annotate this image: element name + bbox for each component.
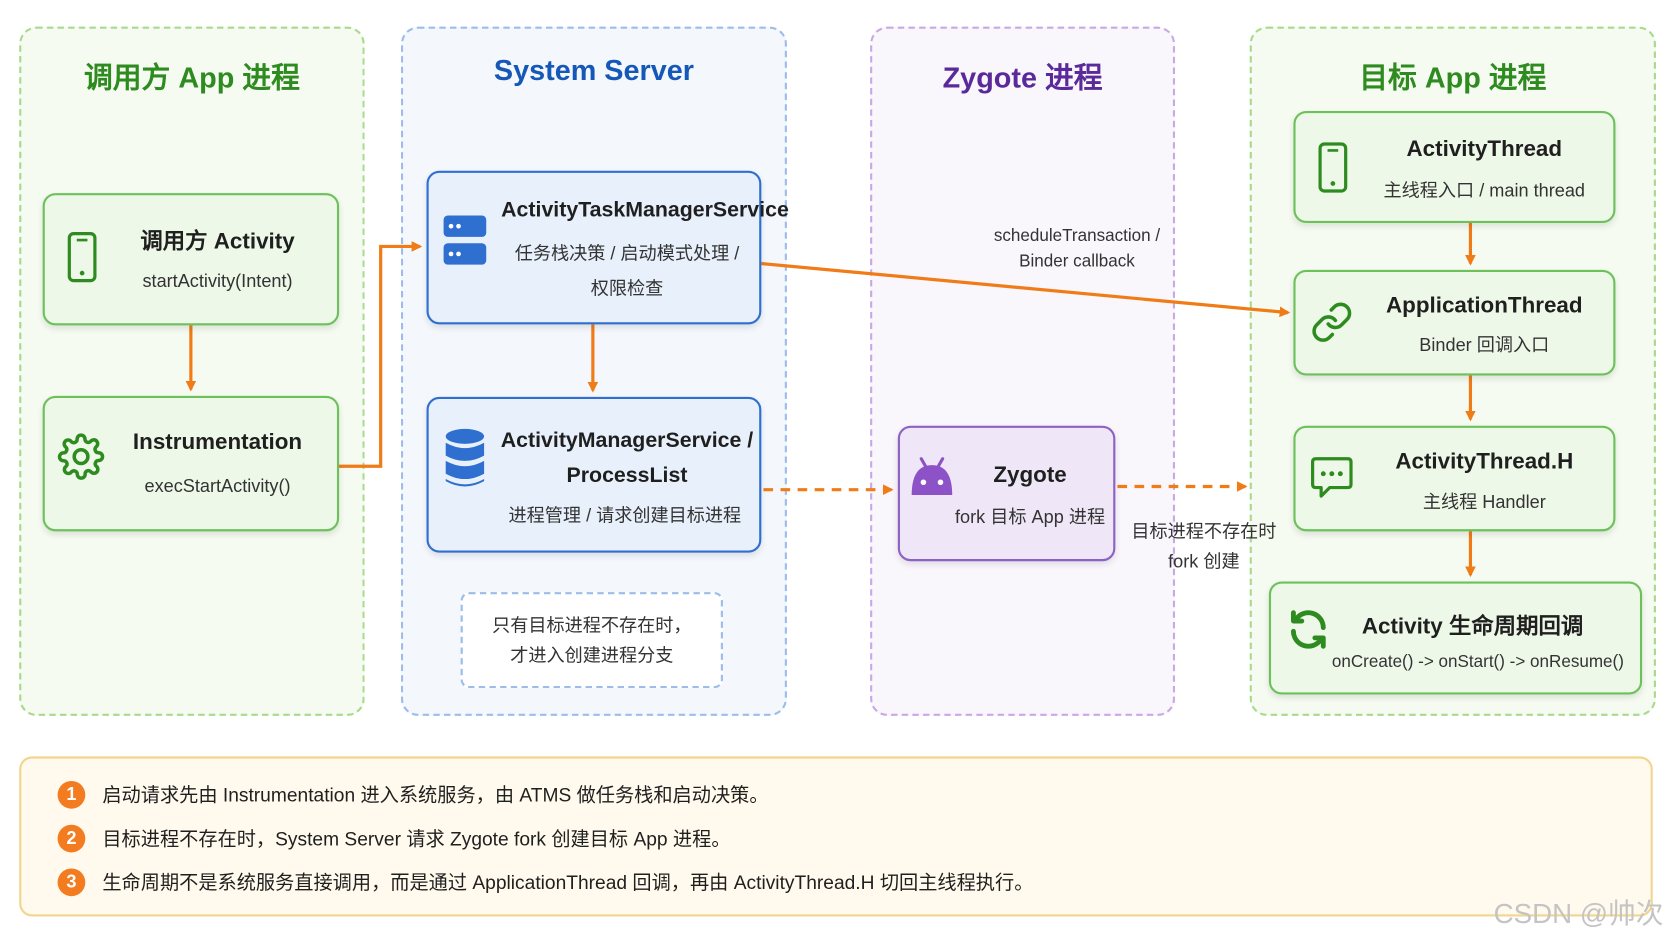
note-line1: 只有目标进程不存在时， [492,615,692,636]
phone-icon [67,232,97,283]
caller-activity-card: 调用方 Activity startActivity(Intent) [42,193,340,326]
create-branch-note: 只有目标进程不存在时， 才进入创建进程分支 [460,592,723,689]
lifecycle-sub: onCreate() -> onStart() -> onResume() [1331,652,1624,672]
lane-target-title: 目标 App 进程 [1359,61,1547,94]
arrow-atms-to-application-thread [761,261,1291,318]
server-icon [443,215,487,265]
activity-thread-h-title: ActivityThread.H [1395,449,1574,474]
lifecycle-title: Activity 生命周期回调 [1361,614,1584,640]
ams-sub: 进程管理 / 请求创建目标进程 [508,505,742,526]
refresh-icon [1290,610,1326,649]
activity-thread-sub: 主线程入口 / main thread [1383,180,1586,201]
fork-label-line1: 目标进程不存在时 [1131,521,1277,542]
summary-line-1: 1 启动请求先由 Instrumentation 进入系统服务，由 ATMS 做任… [57,778,769,810]
instrumentation-card: Instrumentation execStartActivity() [42,395,340,532]
note-line2: 才进入创建进程分支 [510,645,674,666]
csdn-watermark: CSDN @帅次 [1493,897,1664,930]
summary-line-2: 2 目标进程不存在时，System Server 请求 Zygote fork 创… [57,822,731,854]
zygote-title: Zygote [993,463,1067,488]
application-thread-card: ApplicationThread Binder 回调入口 [1293,269,1616,376]
application-thread-sub: Binder 回调入口 [1419,335,1550,356]
lane-system-title: System Server [493,54,694,87]
android-icon [911,457,953,496]
fork-label-line2: fork 创建 [1168,551,1240,572]
phone-icon [1318,142,1348,193]
ams-title-line2: ProcessList [566,464,688,488]
activity-thread-h-card: ActivityThread.H 主线程 Handler [1293,425,1616,532]
chat-icon [1311,457,1353,498]
lane-caller-title: 调用方 App 进程 [83,61,300,94]
activity-thread-card: ActivityThread 主线程入口 / main thread [1293,110,1616,223]
schedule-label-line2: Binder callback [1019,252,1135,271]
ams-title-line1: ActivityManagerService / [500,428,754,453]
summary-box: 1 启动请求先由 Instrumentation 进入系统服务，由 ATMS 做任… [19,756,1653,917]
atms-sub-line1: 任务栈决策 / 启动模式处理 / [514,243,740,264]
lifecycle-card: Activity 生命周期回调 onCreate() -> onStart() … [1268,581,1643,695]
atms-sub-line2: 权限检查 [590,278,664,299]
atms-title: ActivityTaskManagerService [501,198,789,222]
zygote-card: Zygote fork 目标 App 进程 [897,425,1116,562]
step-badge-3: 3 [57,868,86,897]
instrumentation-sub: execStartActivity() [144,475,291,497]
ams-card: ActivityManagerService / ProcessList 进程管… [426,396,762,553]
step-badge-2: 2 [57,824,86,853]
summary-text-3: 生命周期不是系统服务直接调用，而是通过 ApplicationThread 回调… [102,871,1034,894]
lane-zygote: Zygote 进程 [870,26,1176,716]
summary-text-2: 目标进程不存在时，System Server 请求 Zygote fork 创建… [102,828,731,850]
atms-card: ActivityTaskManagerService 任务栈决策 / 启动模式处… [426,170,789,325]
caller-activity-sub: startActivity(Intent) [142,270,293,292]
database-icon [445,428,485,487]
caller-activity-title: 调用方 Activity [140,229,295,254]
fork-create-label: 目标进程不存在时 fork 创建 [1128,517,1279,577]
lane-zygote-title: Zygote 进程 [942,61,1103,94]
zygote-sub: fork 目标 App 进程 [954,506,1106,528]
step-badge-1: 1 [57,781,86,809]
instrumentation-title: Instrumentation [132,429,303,455]
activity-thread-title: ActivityThread [1406,136,1563,162]
schedule-label-line1: scheduleTransaction / [993,227,1161,246]
activity-thread-h-sub: 主线程 Handler [1422,491,1546,513]
gear-icon [57,433,105,480]
arrow-instrumentation-to-atms [339,241,423,468]
application-thread-title: ApplicationThread [1385,293,1583,318]
link-icon [1312,302,1352,342]
schedule-transaction-label: scheduleTransaction / Binder callback [983,224,1171,275]
summary-text-1: 启动请求先由 Instrumentation 进入系统服务，由 ATMS 做任务… [102,784,769,806]
summary-line-3: 3 生命周期不是系统服务直接调用，而是通过 ApplicationThread 回… [57,865,1034,897]
